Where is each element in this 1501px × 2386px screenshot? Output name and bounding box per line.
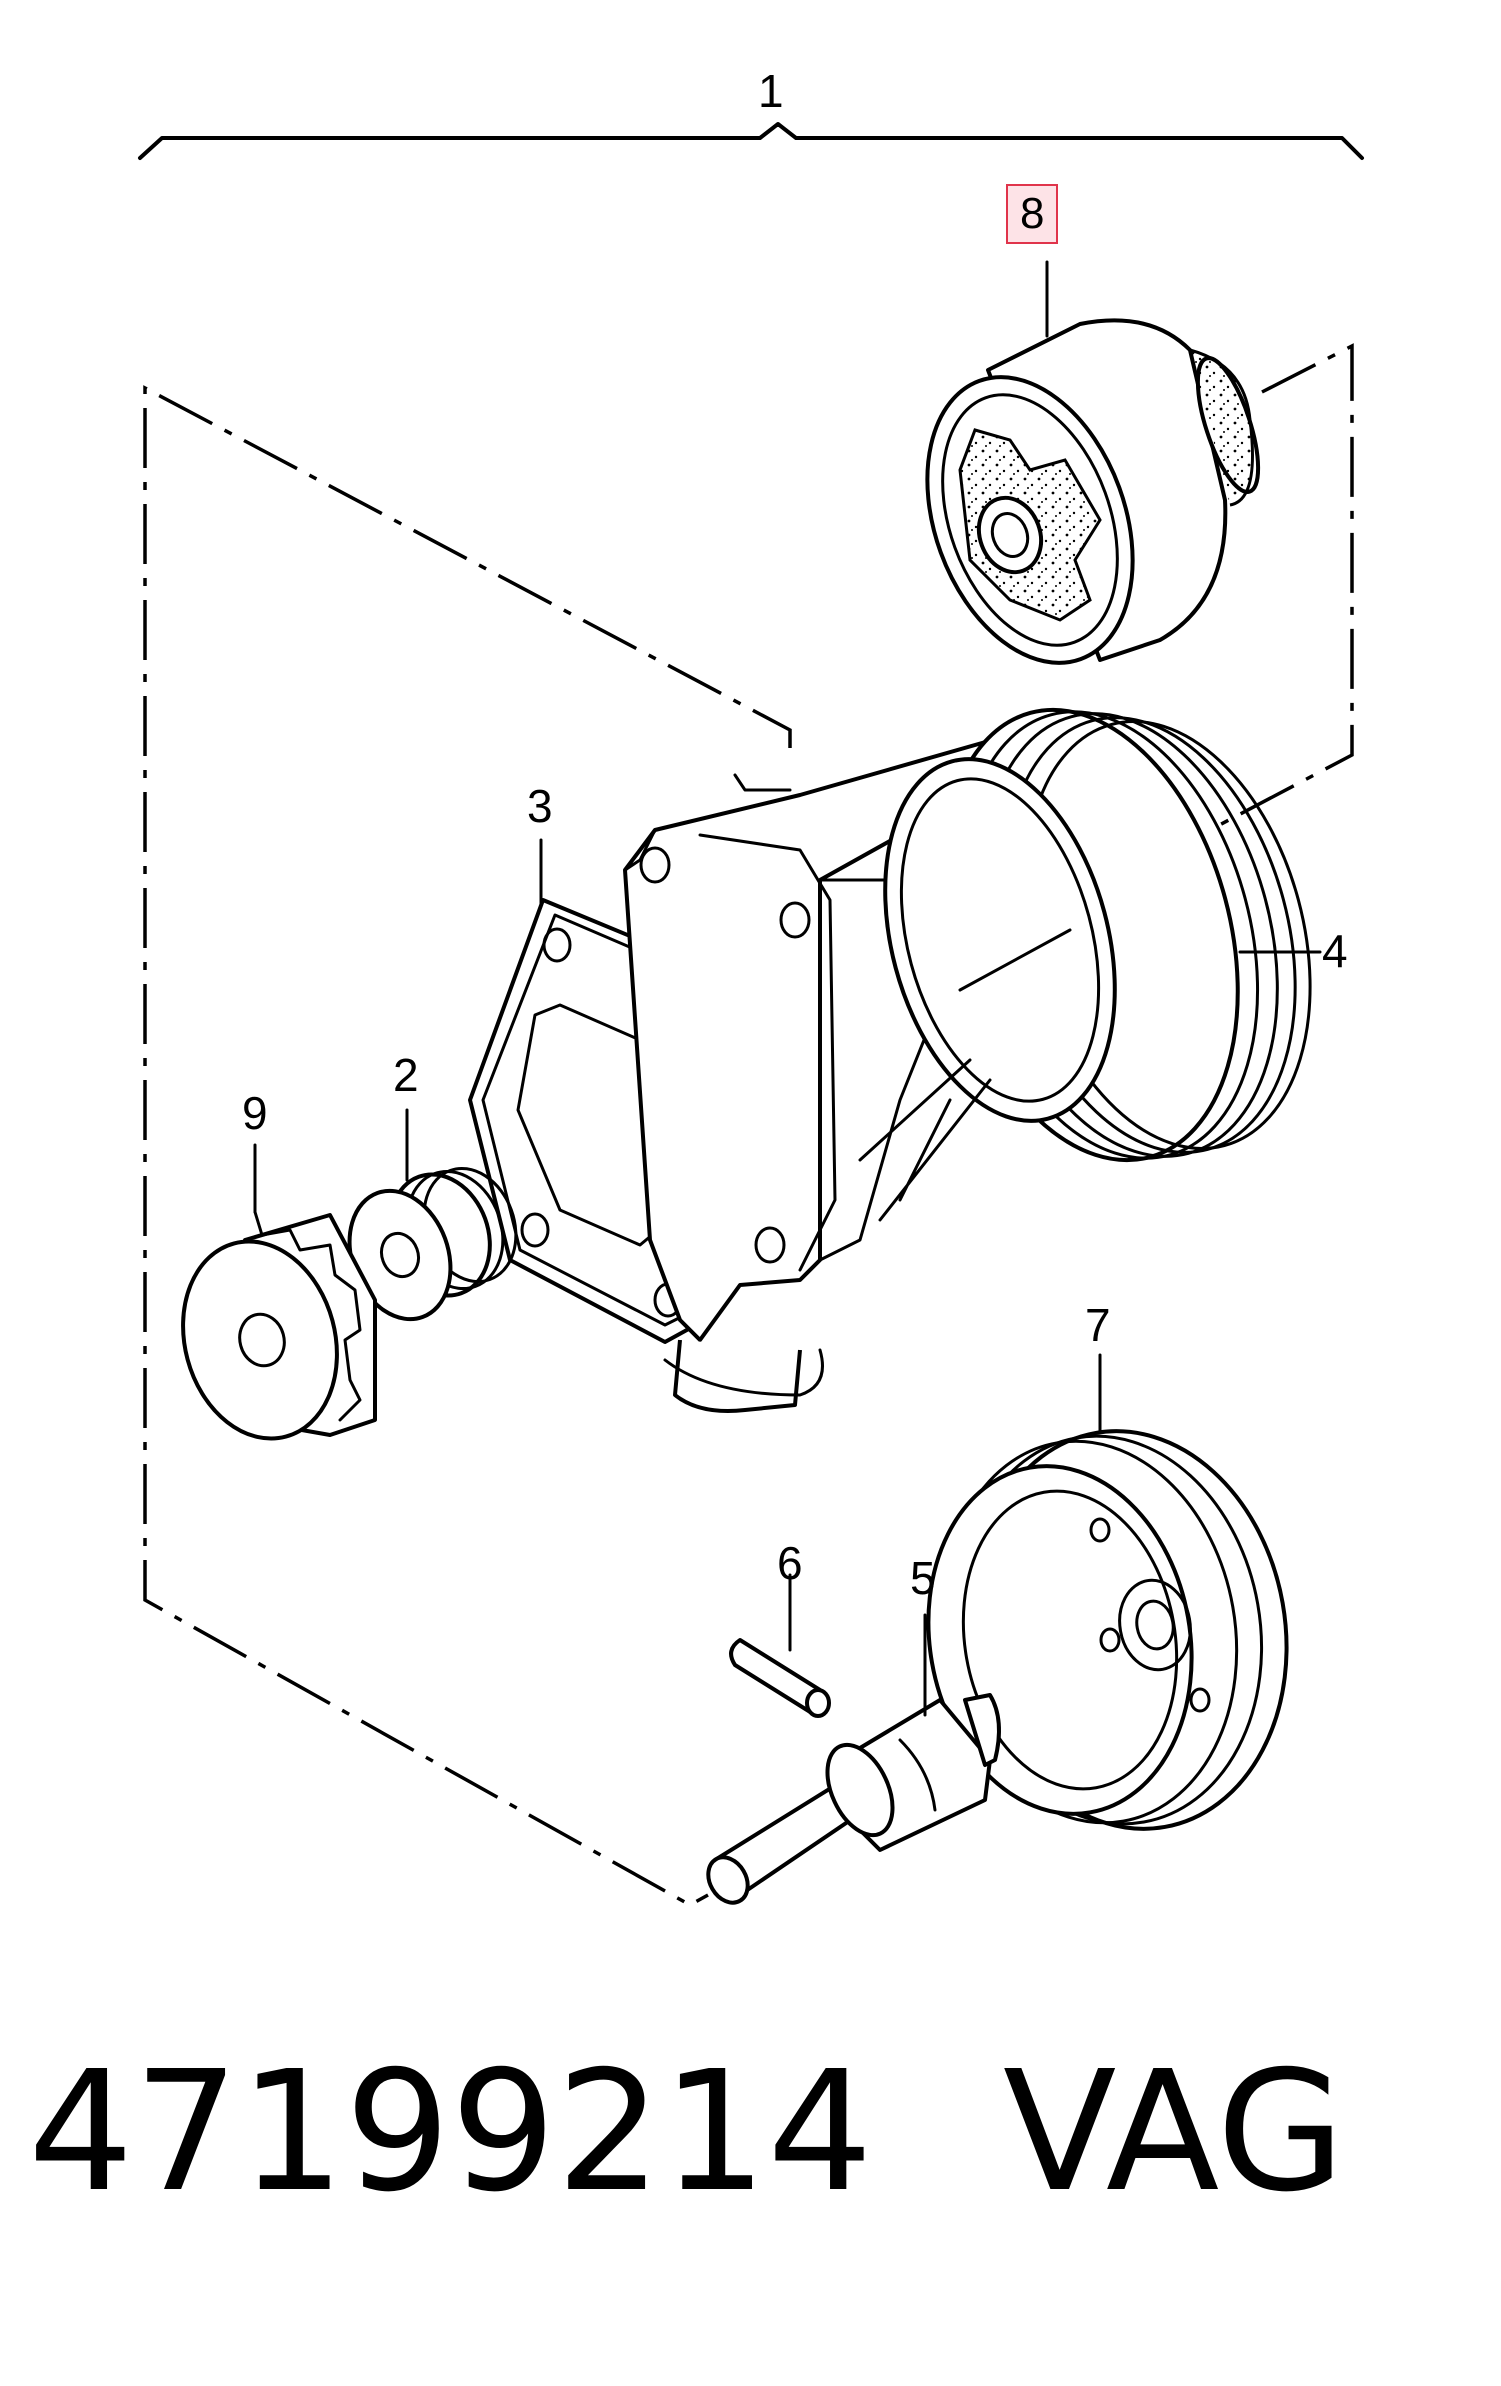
part-2-seal: [347, 1108, 518, 1322]
assembly-bracket: [138, 122, 1364, 160]
callout-7[interactable]: 7: [1085, 1299, 1111, 1351]
callout-5[interactable]: 5: [910, 1552, 936, 1604]
assembly-outline: [143, 385, 792, 1908]
callout-3[interactable]: 3: [527, 780, 553, 832]
part-6-pin: [729, 1573, 831, 1718]
part-9-impeller: [181, 1143, 377, 1441]
callout-2[interactable]: 2: [393, 1049, 419, 1101]
callout-1[interactable]: 1: [758, 65, 784, 117]
assembly-outline-right: [1209, 343, 1354, 832]
part-5-shaft: [706, 1613, 1001, 1905]
brand-name: VAG: [1002, 2036, 1346, 2229]
part-4-pump-housing: [623, 707, 1322, 1413]
callout-8-highlighted[interactable]: 8: [1006, 184, 1059, 244]
callout-6[interactable]: 6: [777, 1537, 803, 1589]
callout-9[interactable]: 9: [242, 1087, 268, 1139]
part-8-bearing: [925, 260, 1261, 665]
part-number: 47199214: [28, 2036, 873, 2229]
callout-4[interactable]: 4: [1322, 925, 1348, 977]
